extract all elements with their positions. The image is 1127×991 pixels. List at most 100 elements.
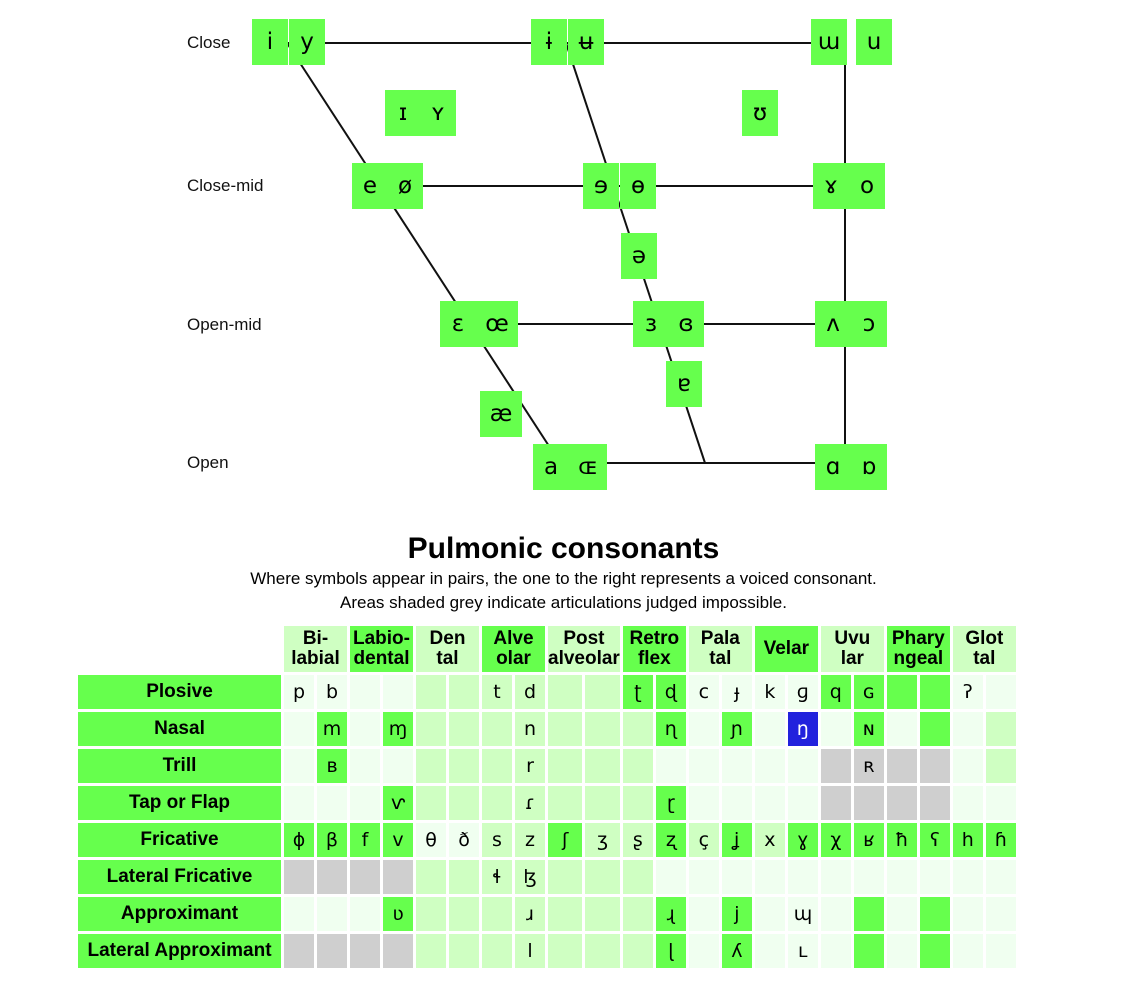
vowel-i[interactable]: i bbox=[252, 19, 288, 65]
consonant-cell[interactable]: ɸ bbox=[284, 823, 314, 857]
consonant-cell[interactable]: ⱱ bbox=[383, 786, 413, 820]
vowel-turned-m[interactable]: ɯ bbox=[811, 19, 847, 65]
subtitle-grey-note: Areas shaded grey indicate articulations… bbox=[340, 593, 787, 612]
consonant-cell[interactable]: ʁ bbox=[853, 823, 884, 857]
consonant-cell[interactable]: z bbox=[515, 823, 545, 857]
consonant-cell[interactable]: ʒ bbox=[585, 823, 620, 857]
consonant-cell[interactable]: q bbox=[820, 675, 851, 709]
column-header-line2: ngeal bbox=[893, 648, 944, 669]
consonant-cell[interactable]: d bbox=[515, 675, 545, 709]
vowel-epsilon[interactable]: ɛ bbox=[440, 301, 476, 347]
consonant-cell[interactable]: ʝ bbox=[721, 823, 752, 857]
consonant-cell[interactable]: c bbox=[688, 675, 719, 709]
empty-cell bbox=[919, 712, 950, 746]
consonant-cell[interactable]: ʟ bbox=[787, 934, 818, 968]
consonant-cell[interactable]: ɭ bbox=[655, 934, 686, 968]
consonant-cell[interactable]: ɾ bbox=[515, 786, 545, 820]
consonant-cell[interactable]: t bbox=[482, 675, 512, 709]
consonant-cell[interactable]: b bbox=[317, 675, 347, 709]
empty-cell bbox=[754, 786, 785, 820]
vowel-closed-reversed-epsilon[interactable]: ɞ bbox=[668, 301, 704, 347]
vowel-u[interactable]: u bbox=[856, 19, 892, 65]
vowel-barred-u[interactable]: ʉ bbox=[568, 19, 604, 65]
consonant-cell[interactable]: ʃ bbox=[548, 823, 583, 857]
vowel-turned-v[interactable]: ʌ bbox=[815, 301, 851, 347]
vowel-small-cap-y[interactable]: ʏ bbox=[420, 90, 456, 136]
consonant-cell[interactable]: ɳ bbox=[655, 712, 686, 746]
empty-cell bbox=[754, 712, 785, 746]
consonant-cell[interactable]: β bbox=[317, 823, 347, 857]
consonant-cell[interactable]: k bbox=[754, 675, 785, 709]
consonant-cell[interactable]: θ bbox=[416, 823, 446, 857]
vowel-turned-a[interactable]: ɐ bbox=[666, 361, 702, 407]
consonant-cell[interactable]: p bbox=[284, 675, 314, 709]
consonant-cell[interactable]: ʈ bbox=[622, 675, 653, 709]
vowel-reversed-e[interactable]: ɘ bbox=[583, 163, 619, 209]
consonant-cell[interactable]: ɣ bbox=[787, 823, 818, 857]
consonant-cell[interactable]: ç bbox=[688, 823, 719, 857]
consonant-cell[interactable]: ʕ bbox=[919, 823, 950, 857]
consonant-cell[interactable]: ħ bbox=[886, 823, 917, 857]
vowel-o-slash[interactable]: ø bbox=[387, 163, 423, 209]
column-header-line2: alveolar bbox=[548, 648, 620, 669]
consonant-cell[interactable]: r bbox=[515, 749, 545, 783]
vowel-e[interactable]: e bbox=[352, 163, 388, 209]
consonant-cell[interactable]: ɰ bbox=[787, 897, 818, 931]
vowel-barred-i[interactable]: ɨ bbox=[531, 19, 567, 65]
vowel-small-cap-oe[interactable]: ɶ bbox=[569, 444, 607, 490]
vowel-barred-o[interactable]: ɵ bbox=[620, 163, 656, 209]
consonant-cell[interactable]: v bbox=[383, 823, 413, 857]
consonant-cell[interactable]: ŋ bbox=[787, 712, 818, 746]
consonant-cell[interactable]: n bbox=[515, 712, 545, 746]
empty-cell bbox=[449, 934, 479, 968]
consonant-cell[interactable]: j bbox=[721, 897, 752, 931]
consonant-cell[interactable]: s bbox=[482, 823, 512, 857]
vowel-oe-ligature[interactable]: œ bbox=[476, 301, 518, 347]
vowel-y[interactable]: y bbox=[289, 19, 325, 65]
consonant-cell[interactable]: ɱ bbox=[383, 712, 413, 746]
vowel-reversed-epsilon[interactable]: ɜ bbox=[633, 301, 669, 347]
consonant-cell[interactable]: ʀ bbox=[853, 749, 884, 783]
empty-cell bbox=[754, 860, 785, 894]
consonant-cell[interactable]: ɴ bbox=[853, 712, 884, 746]
empty-cell bbox=[548, 712, 583, 746]
consonant-cell[interactable]: f bbox=[350, 823, 380, 857]
consonant-cell[interactable]: ð bbox=[449, 823, 479, 857]
label-open-mid: Open-mid bbox=[187, 315, 262, 334]
consonant-cell[interactable]: ʙ bbox=[317, 749, 347, 783]
consonant-cell[interactable]: h bbox=[952, 823, 983, 857]
consonant-cell[interactable]: ɟ bbox=[721, 675, 752, 709]
consonant-cell[interactable]: ɻ bbox=[655, 897, 686, 931]
empty-cell bbox=[416, 712, 446, 746]
consonant-cell[interactable]: χ bbox=[820, 823, 851, 857]
vowel-open-o[interactable]: ɔ bbox=[851, 301, 887, 347]
consonant-cell[interactable]: ʐ bbox=[655, 823, 686, 857]
consonant-cell[interactable]: ɡ bbox=[787, 675, 818, 709]
vowel-o[interactable]: o bbox=[849, 163, 885, 209]
vowel-a[interactable]: a bbox=[533, 444, 569, 490]
vowel-rams-horn[interactable]: ɤ bbox=[813, 163, 849, 209]
vowel-script-a[interactable]: ɑ bbox=[815, 444, 851, 490]
consonant-cell[interactable]: ʋ bbox=[383, 897, 413, 931]
consonant-cell[interactable]: ʎ bbox=[721, 934, 752, 968]
consonant-cell[interactable]: m bbox=[317, 712, 347, 746]
vowel-small-cap-i[interactable]: ɪ bbox=[385, 90, 421, 136]
consonant-cell[interactable]: ʔ bbox=[952, 675, 983, 709]
consonant-cell[interactable]: ɖ bbox=[655, 675, 686, 709]
consonant-cell[interactable]: ʂ bbox=[622, 823, 653, 857]
consonant-cell[interactable]: ɦ bbox=[985, 823, 1016, 857]
consonant-cell[interactable]: x bbox=[754, 823, 785, 857]
consonant-cell[interactable]: ɽ bbox=[655, 786, 686, 820]
consonant-cell[interactable]: ɮ bbox=[515, 860, 545, 894]
vowel-schwa[interactable]: ə bbox=[621, 233, 657, 279]
vowel-upsilon[interactable]: ʊ bbox=[742, 90, 778, 136]
consonant-cell[interactable]: ɬ bbox=[482, 860, 512, 894]
vowel-turned-script-a[interactable]: ɒ bbox=[851, 444, 887, 490]
consonant-cell[interactable]: ɢ bbox=[853, 675, 884, 709]
consonant-cell[interactable]: ɲ bbox=[721, 712, 752, 746]
vowel-ash[interactable]: æ bbox=[480, 391, 522, 437]
consonant-cell[interactable]: l bbox=[515, 934, 545, 968]
consonant-cell[interactable]: ɹ bbox=[515, 897, 545, 931]
